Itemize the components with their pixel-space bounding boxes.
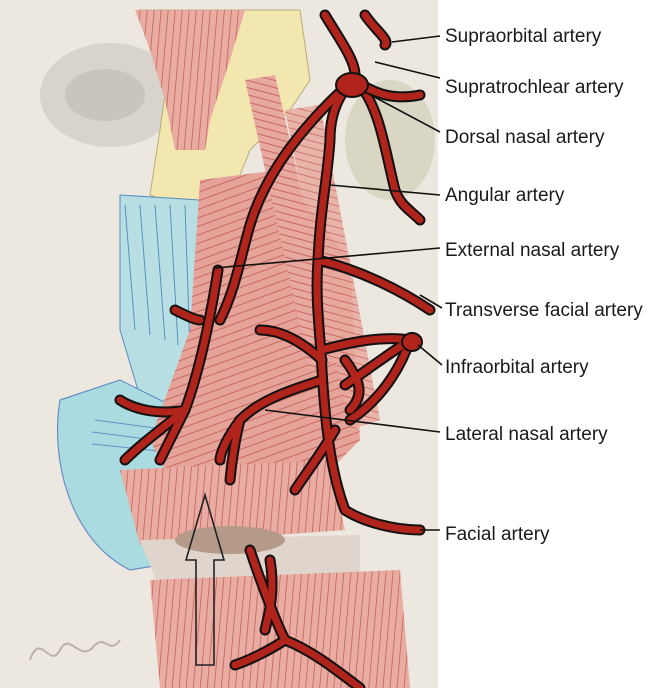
label-dorsal-nasal-artery: Dorsal nasal artery	[445, 127, 605, 148]
label-supraorbital-artery: Supraorbital artery	[445, 26, 602, 47]
label-transverse-facial-artery: Transverse facial artery	[445, 300, 643, 321]
label-infraorbital-artery: Infraorbital artery	[445, 357, 589, 378]
label-external-nasal-artery: External nasal artery	[445, 240, 620, 261]
label-supratrochlear-artery: Supratrochlear artery	[445, 77, 624, 98]
label-angular-artery: Angular artery	[445, 185, 565, 206]
eye	[65, 69, 145, 121]
labels: Supraorbital artery Supratrochlear arter…	[445, 26, 643, 545]
label-lateral-nasal-artery: Lateral nasal artery	[445, 424, 608, 445]
label-facial-artery: Facial artery	[445, 524, 550, 545]
